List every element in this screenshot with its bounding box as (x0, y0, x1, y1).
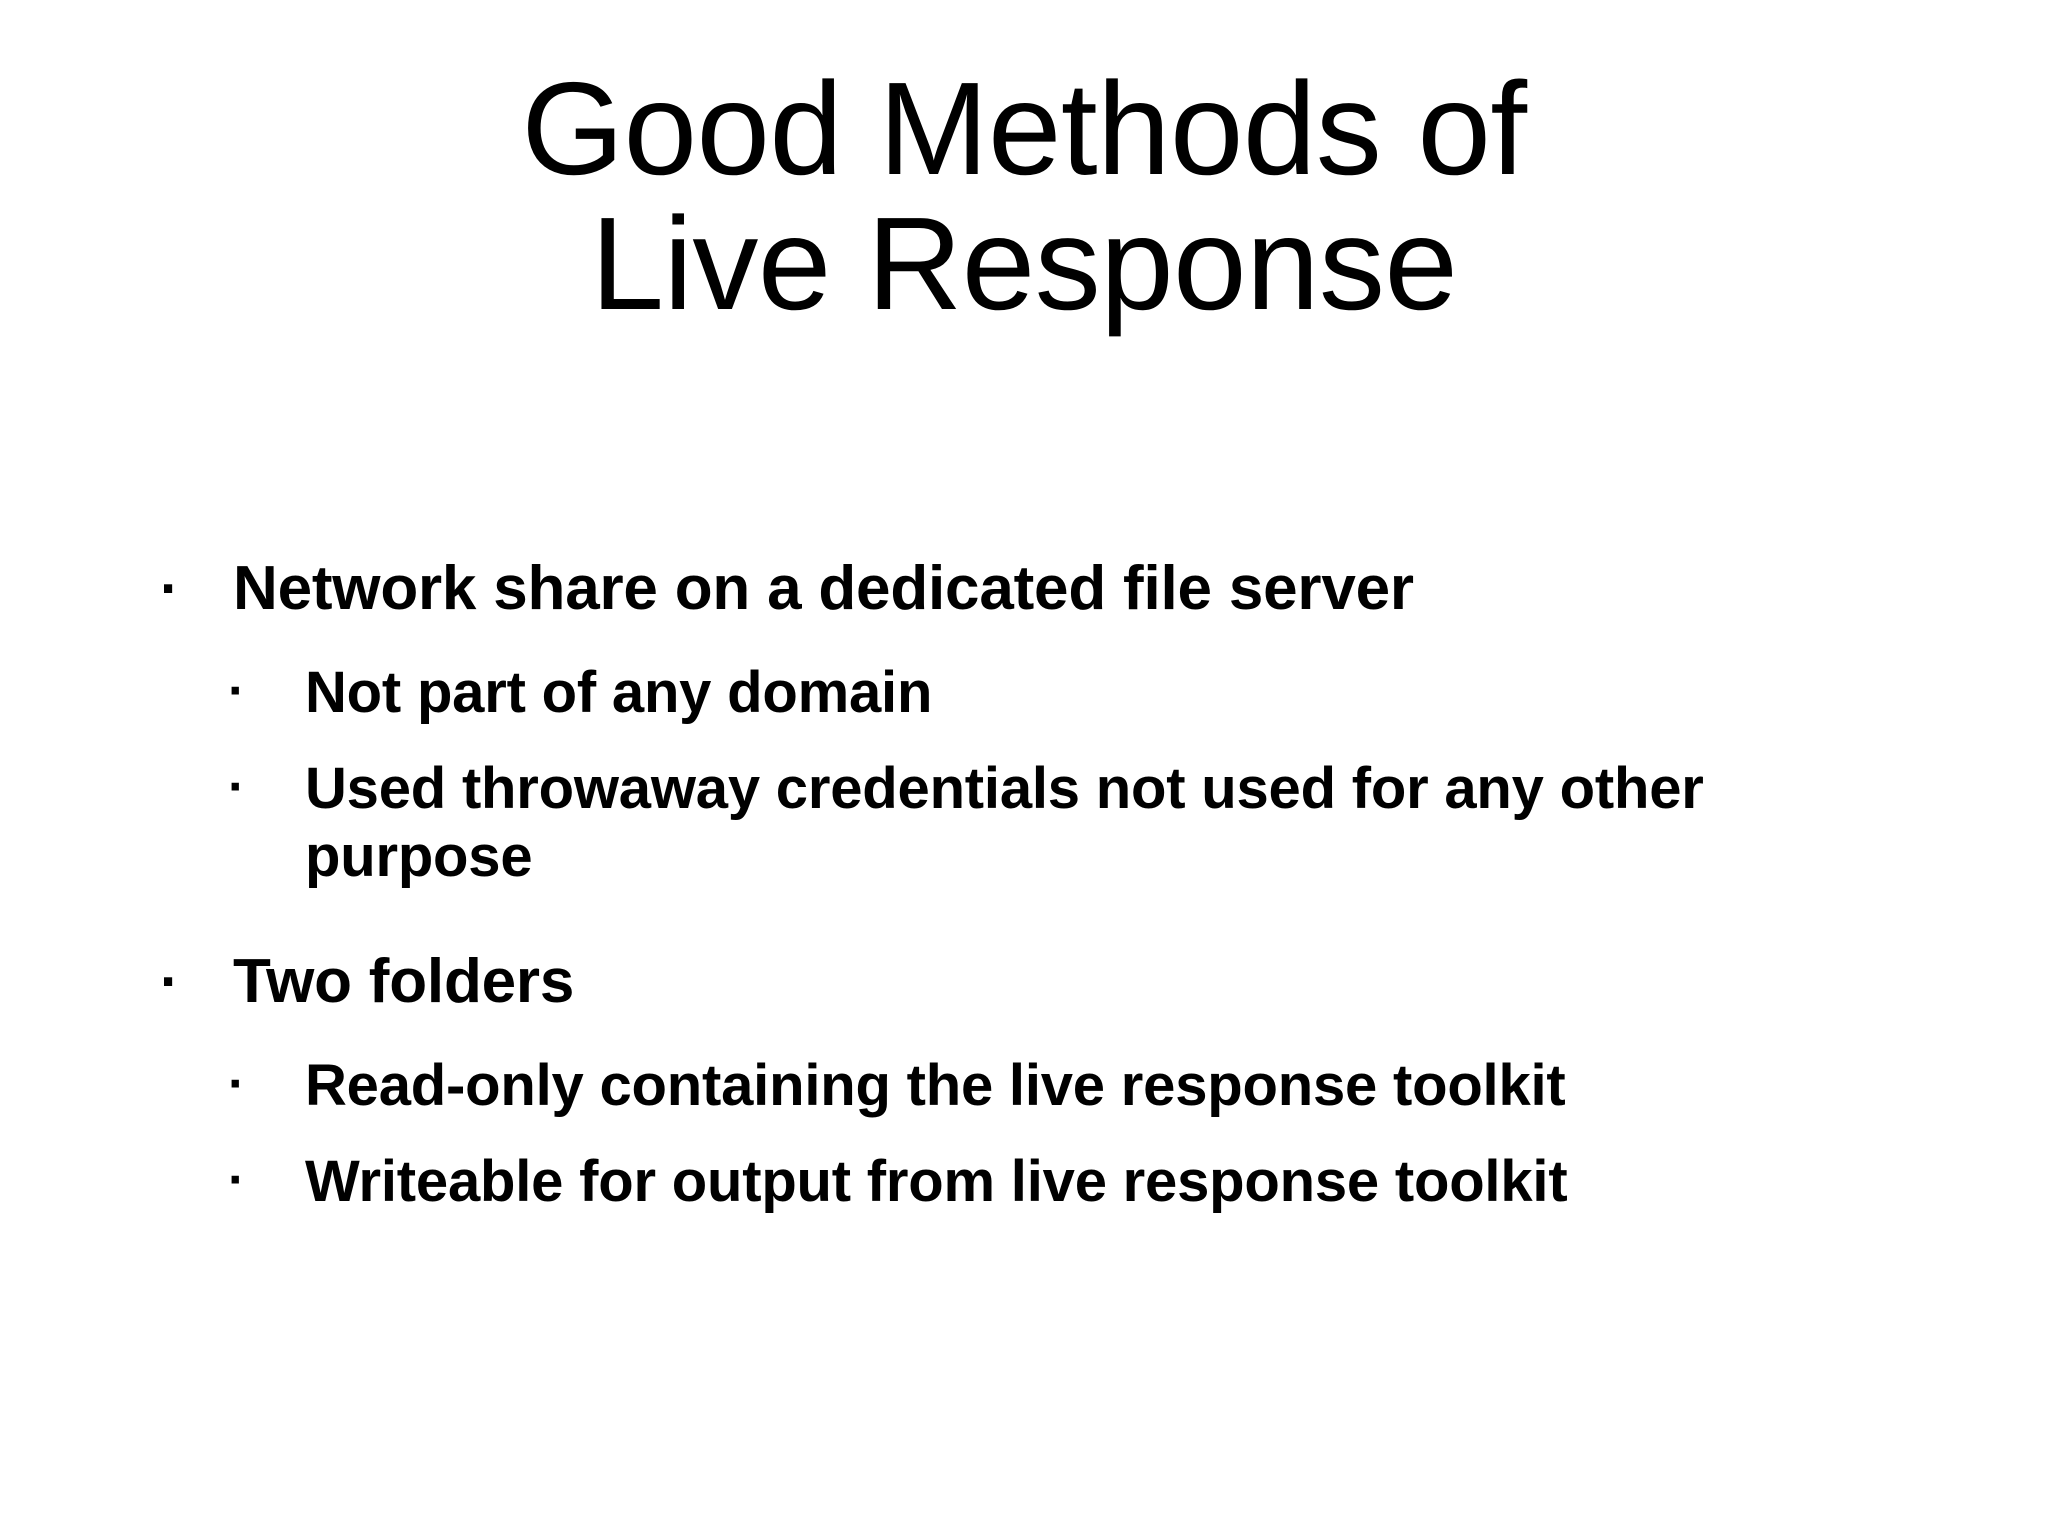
bullet-dot-icon: · (228, 758, 246, 817)
bullet-item-level1: · Network share on a dedicated file serv… (0, 552, 2048, 625)
slide-title-line-2: Live Response (590, 189, 1458, 337)
bullet-dot-icon: · (228, 1054, 246, 1113)
bullet-item-level1: · Two folders (0, 945, 2048, 1018)
bullet-text: Not part of any domain (305, 660, 933, 726)
slide-title: Good Methods of Live Response (0, 55, 2048, 337)
bullet-dot-icon: · (228, 662, 246, 721)
bullet-group-spacer (0, 919, 2048, 945)
bullet-text: Network share on a dedicated file server (233, 554, 1414, 623)
bullet-dot-icon: · (160, 948, 180, 1014)
bullet-item-level2: · Read-only containing the live response… (0, 1052, 2048, 1120)
bullet-item-level2: · Writeable for output from live respons… (0, 1148, 2048, 1216)
bullet-dot-icon: · (160, 556, 180, 621)
bullet-text: Read-only containing the live response t… (305, 1052, 1566, 1118)
bullet-item-level2: · Not part of any domain (0, 659, 2048, 727)
bullet-text: Used throwaway credentials not used for … (305, 756, 1704, 889)
bullet-dot-icon: · (228, 1150, 246, 1209)
slide-title-line-1: Good Methods of (521, 55, 1527, 202)
bullet-text: Writeable for output from live response … (305, 1148, 1568, 1214)
bullet-text: Two folders (233, 946, 575, 1016)
slide-body-bullet-list: · Network share on a dedicated file serv… (0, 552, 2048, 1244)
bullet-item-level2: · Used throwaway credentials not used fo… (0, 755, 2048, 891)
